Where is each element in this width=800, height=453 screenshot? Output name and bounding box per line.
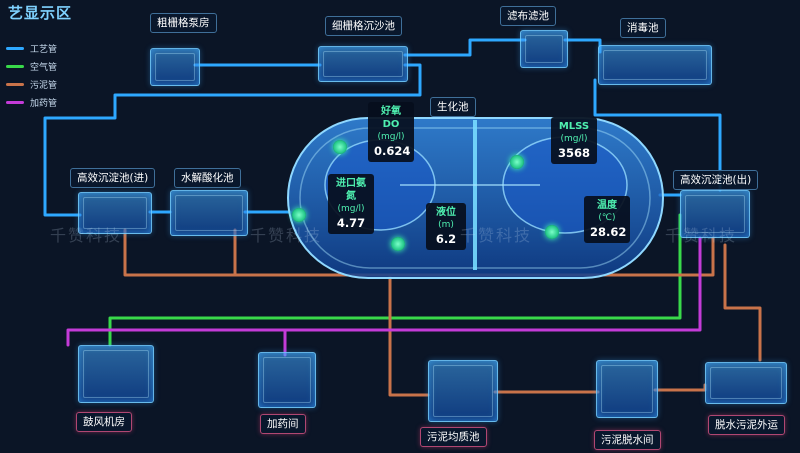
sludge-dewater-unit[interactable] [596,360,658,418]
watermark-2: 千赞科技 [250,226,323,245]
pipe-sludge-to-homog [388,273,430,397]
param-do-name: 好氧DO [381,106,401,130]
legend-label-process: 工艺管 [30,44,58,55]
label-fine-screen: 细栅格沉沙池 [325,16,402,36]
param-ammonia-name: 进口氨氮 [336,178,366,202]
sensor-mlss[interactable] [510,155,524,169]
label-dosing: 加药间 [260,414,306,434]
legend-label-air: 空气管 [30,62,58,73]
watermark-1: 千赞科技 [50,226,123,245]
legend-swatch-process [6,46,24,50]
disinfection-unit[interactable] [598,45,712,85]
param-level-value: 6.2 [435,232,457,246]
sensor-level[interactable] [391,237,405,251]
legend-swatch-sludge [6,82,24,86]
legend-swatch-air [6,64,24,68]
param-temp: 温度 (℃) 28.62 [584,196,630,243]
sludge-homog-unit[interactable] [428,360,498,422]
sludge-transport-unit[interactable] [705,362,787,404]
watermark-4: 千赞科技 [665,226,738,245]
coarse-screen-unit[interactable] [150,48,200,86]
label-clarifier-in: 高效沉淀池(进) [70,168,156,188]
watermark-3: 千赞科技 [460,226,533,245]
param-level-name: 液位 [436,207,456,218]
pipe-sludge-return [723,243,762,362]
param-level: 液位 (m) 6.2 [426,203,466,250]
label-sludge-dewater: 污泥脱水间 [594,430,661,450]
param-level-unit: (m) [438,220,454,230]
legend-item-sludge: 污泥管 [6,76,57,92]
pipe-disinfect-to-clarifier [593,78,722,192]
param-mlss-name: MLSS [558,121,590,132]
pipe-fine-to-filter [403,38,527,57]
fine-screen-unit[interactable] [318,46,408,82]
param-mlss-value: 3568 [557,146,590,160]
param-ammonia-unit: (mg/l) [337,204,365,214]
label-clarifier-out: 高效沉淀池(出) [673,170,759,190]
sensor-do[interactable] [333,140,347,154]
dosing-pipes [66,236,702,357]
label-sludge-homog: 污泥均质池 [420,427,487,447]
page-title: 艺显示区 [8,4,73,22]
param-temp-value: 28.62 [590,225,627,239]
blower-unit[interactable] [78,345,154,403]
param-do-unit: (mg/l) [377,132,405,142]
cloth-filter-unit[interactable] [520,30,568,68]
label-coarse-screen: 粗栅格泵房 [150,13,217,33]
label-cloth-filter: 滤布滤池 [500,6,556,26]
pipe-legend: 工艺管 空气管 污泥管 加药管 [6,40,57,112]
legend-item-air: 空气管 [6,58,57,74]
label-sludge-transport: 脱水污泥外运 [708,415,785,435]
param-ammonia: 进口氨氮 (mg/l) 4.77 [328,174,374,234]
label-disinfection: 消毒池 [620,18,666,38]
process-pipes [43,38,722,217]
label-hydrolysis: 水解酸化池 [174,168,241,188]
dosing-unit[interactable] [258,352,316,408]
legend-item-dosing: 加药管 [6,94,57,110]
clarifier-in-unit[interactable] [78,192,152,234]
param-do: 好氧DO (mg/l) 0.624 [368,102,414,162]
pipe-dosing-main [66,236,702,347]
param-temp-name: 温度 [597,200,617,211]
pipe-fine-to-biochem [43,63,422,217]
param-ammonia-value: 4.77 [336,216,366,230]
pipe-filter-to-disinfect [563,38,602,54]
sensor-ammonia[interactable] [292,208,306,222]
legend-label-dosing: 加药管 [30,98,58,109]
param-temp-unit: (℃) [598,213,616,223]
hydrolysis-unit[interactable] [170,190,248,236]
clarifier-out-unit[interactable] [680,190,750,238]
label-blower: 鼓风机房 [76,412,132,432]
param-mlss: MLSS (mg/l) 3568 [551,117,597,164]
sensor-temp[interactable] [545,225,559,239]
label-biochem: 生化池 [430,97,476,117]
legend-swatch-dosing [6,100,24,104]
param-mlss-unit: (mg/l) [560,134,588,144]
legend-item-process: 工艺管 [6,40,57,56]
param-do-value: 0.624 [374,144,411,158]
pipe-dewater-to-transport [653,383,707,392]
legend-label-sludge: 污泥管 [30,80,58,91]
